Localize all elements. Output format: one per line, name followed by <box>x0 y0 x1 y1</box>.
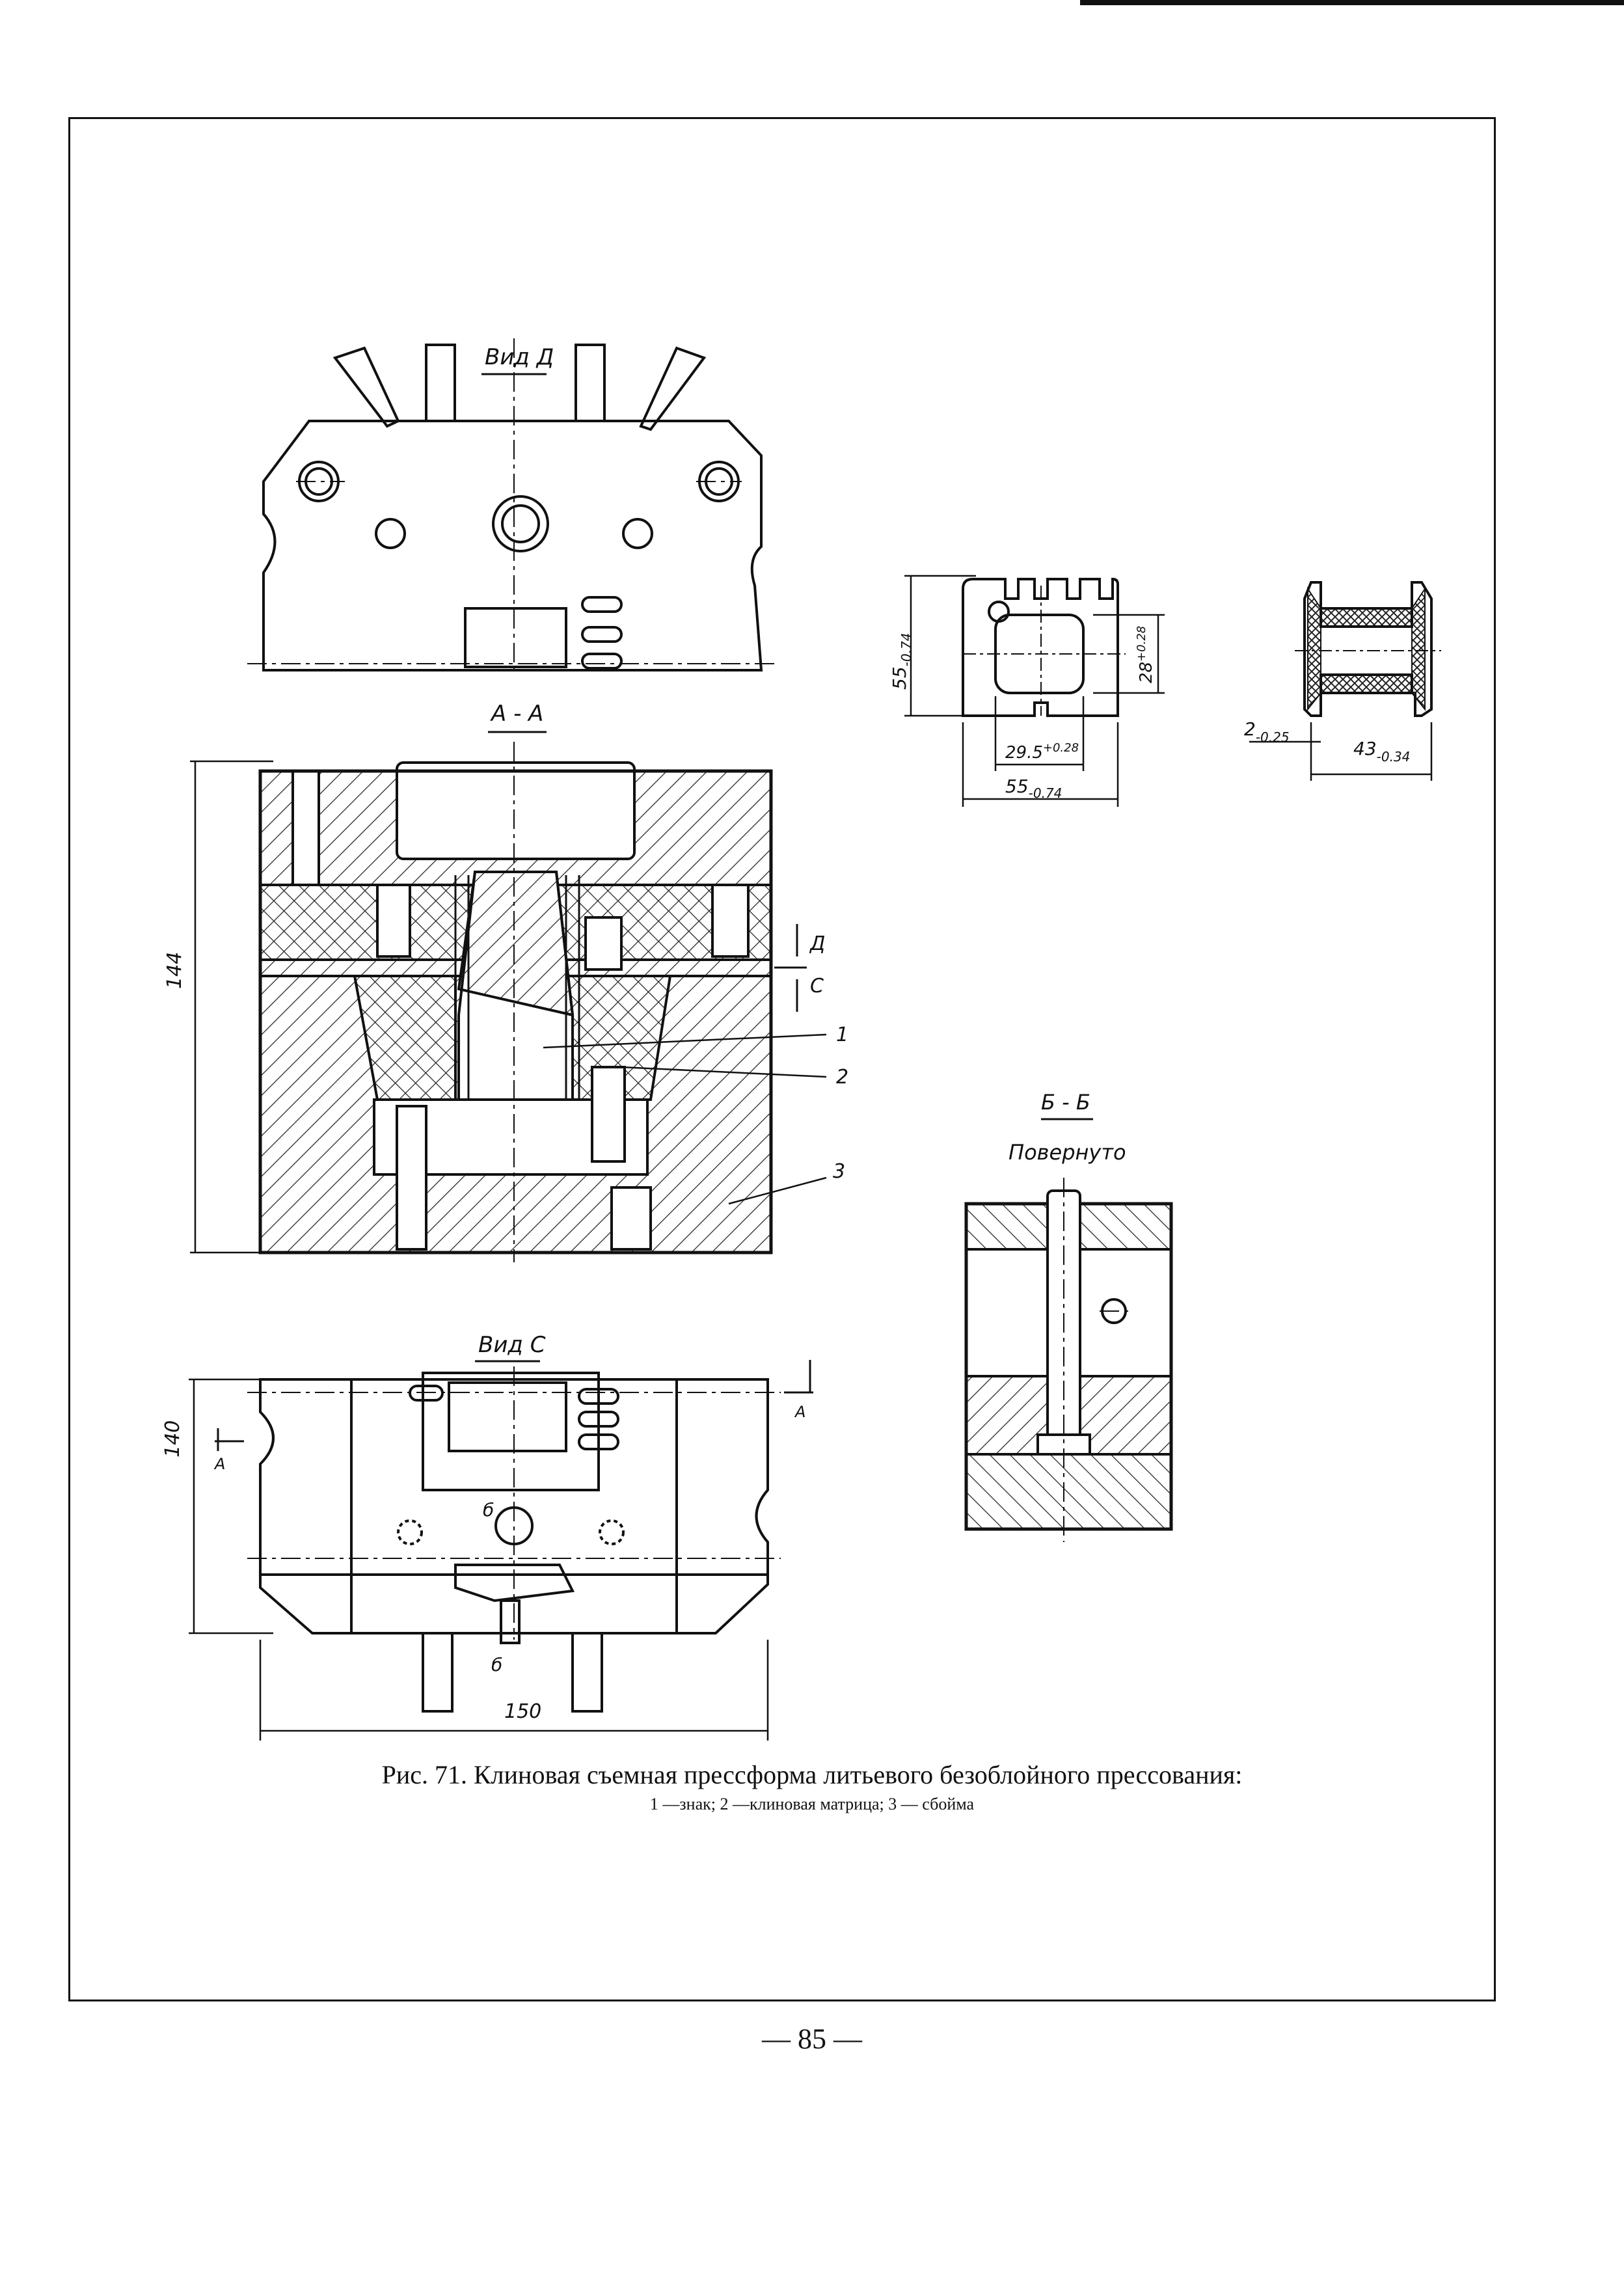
section-bb-label: Б - Б <box>1041 1090 1090 1115</box>
dim-55-vertical: 55-0.74 <box>889 633 914 690</box>
part-side-view: 2-0.25 43-0.34 <box>1244 581 1441 781</box>
cut-mark-d: Д <box>809 932 825 955</box>
view-d: Вид Д <box>247 338 774 677</box>
callout-2: 2 <box>836 1066 848 1089</box>
dim-55-horizontal: 55-0.74 <box>1005 776 1062 801</box>
view-c-label: Вид С <box>478 1332 546 1358</box>
view-c: Вид С <box>161 1332 813 1741</box>
dim-150: 150 <box>504 1700 541 1723</box>
cut-mark-a-right: А <box>794 1403 805 1421</box>
top-edge-rule <box>1080 0 1624 5</box>
dim-144: 144 <box>163 952 186 989</box>
callout-3: 3 <box>833 1160 845 1183</box>
figure-caption: Рис. 71. Клиновая съемная прессформа лит… <box>381 1760 1243 1789</box>
figure-legend: 1 —знак; 2 —клиновая матрица; 3 — сбойма <box>649 1795 975 1813</box>
dim-43: 43-0.34 <box>1353 738 1410 765</box>
cut-mark-a-left: А <box>213 1455 225 1473</box>
dim-29-5: 29.5+0.28 <box>1005 741 1079 763</box>
section-b-b: Б - Б Повернуто <box>964 1090 1173 1542</box>
cut-mark-c: С <box>810 975 824 997</box>
section-a-a: А - А <box>163 701 848 1262</box>
view-d-label: Вид Д <box>485 344 554 370</box>
part-front-view: 55-0.74 55-0.74 29.5+0.28 28+0.28 <box>889 575 1165 807</box>
dim-28: 28+0.28 <box>1135 626 1156 683</box>
callout-1: 1 <box>836 1024 848 1046</box>
rotated-label: Повернуто <box>1008 1140 1126 1165</box>
cut-mark-b-bottom: б <box>491 1654 502 1675</box>
dim-2: 2-0.25 <box>1244 718 1290 745</box>
page-number: — 85 — <box>762 2023 862 2055</box>
section-aa-label: А - А <box>490 701 543 727</box>
dim-140: 140 <box>161 1420 184 1458</box>
cut-mark-b-top: б <box>483 1499 494 1521</box>
figure-frame <box>68 117 1496 2001</box>
